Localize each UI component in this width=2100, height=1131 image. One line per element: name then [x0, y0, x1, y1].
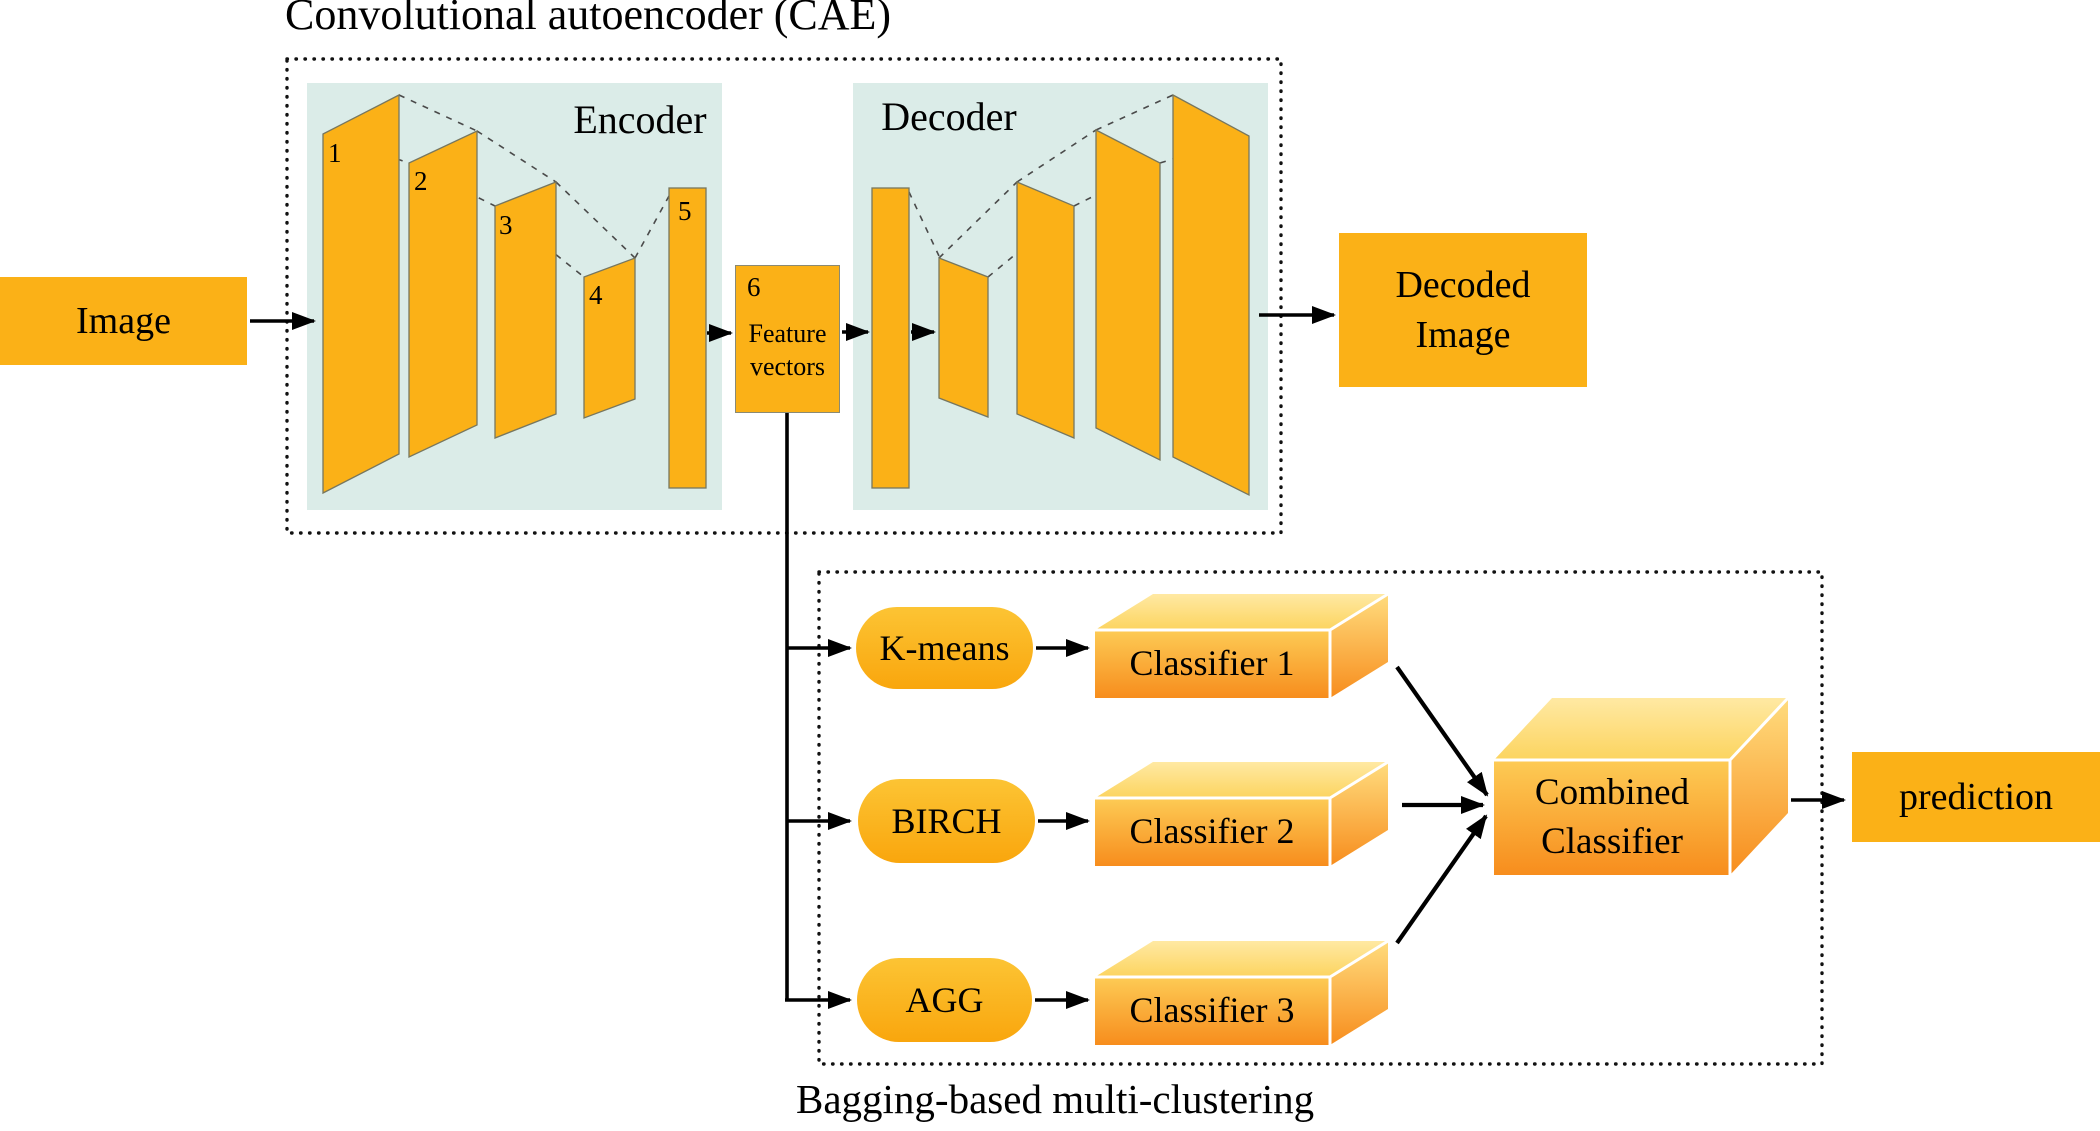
layer-number-6: 6 — [747, 272, 761, 302]
birch-label: BIRCH — [891, 801, 1002, 841]
classifier3-box — [1095, 939, 1389, 1045]
layer-number-1: 1 — [328, 138, 342, 168]
decoder-layer-2 — [938, 257, 989, 418]
classifier2-box — [1095, 760, 1389, 866]
input-image-label: Image — [76, 300, 171, 342]
arrow-classifier1-to-combined — [1395, 665, 1489, 797]
encoder-layer-3 — [494, 181, 557, 439]
agg-pill: AGG — [857, 958, 1032, 1042]
decoder-layer-4 — [1095, 128, 1161, 462]
prediction-box: prediction — [1852, 752, 2100, 842]
arrow-classifier3-to-combined — [1395, 814, 1488, 945]
cae-dotted-frame — [285, 57, 1283, 535]
decoder-layers — [871, 93, 1250, 497]
agg-label: AGG — [905, 980, 984, 1020]
encoder-label: Encoder — [573, 97, 707, 142]
encoder-layer-4 — [583, 257, 636, 419]
encoder-layers — [322, 93, 707, 495]
kmeans-label: K-means — [879, 628, 1010, 668]
classifier2-label: Classifier 2 — [1129, 811, 1295, 852]
encoder-layer-2 — [408, 129, 478, 459]
decoded-image-box: Decoded Image — [1339, 233, 1587, 387]
classifier3-label: Classifier 3 — [1129, 990, 1295, 1031]
decoder-label: Decoder — [881, 94, 1017, 139]
decoder-layer-1 — [871, 187, 910, 489]
layer-number-5: 5 — [678, 196, 692, 226]
bagging-section-label: Bagging-based multi-clustering — [796, 1076, 1315, 1122]
layer-number-2: 2 — [414, 166, 428, 196]
decoder-layer-5 — [1172, 93, 1250, 497]
combined-classifier-label: Combined Classifier — [1534, 772, 1690, 862]
layer-number-3: 3 — [499, 210, 513, 240]
classifier1-label: Classifier 1 — [1129, 643, 1295, 684]
decoded-image-label: Decoded Image — [1395, 263, 1531, 356]
kmeans-pill: K-means — [856, 607, 1033, 689]
encoder-layer-1 — [322, 93, 400, 495]
bagging-dotted-frame — [817, 570, 1824, 1066]
flow-arrows — [250, 306, 1846, 1009]
feature-vectors-label: Feature vectors — [748, 319, 827, 381]
birch-pill: BIRCH — [858, 779, 1035, 863]
prediction-label: prediction — [1898, 776, 2054, 818]
encoder-layer-5 — [668, 187, 707, 489]
layer-number-4: 4 — [589, 280, 603, 310]
combined-classifier-box — [1494, 696, 1790, 875]
decoder-layer-3 — [1016, 181, 1075, 439]
diagram-title: Convolutional autoencoder (CAE) — [285, 0, 892, 39]
input-image-box: Image — [0, 277, 247, 365]
classifier1-box — [1095, 592, 1389, 698]
feature-vectors-box: 6 Feature vectors — [735, 265, 840, 413]
